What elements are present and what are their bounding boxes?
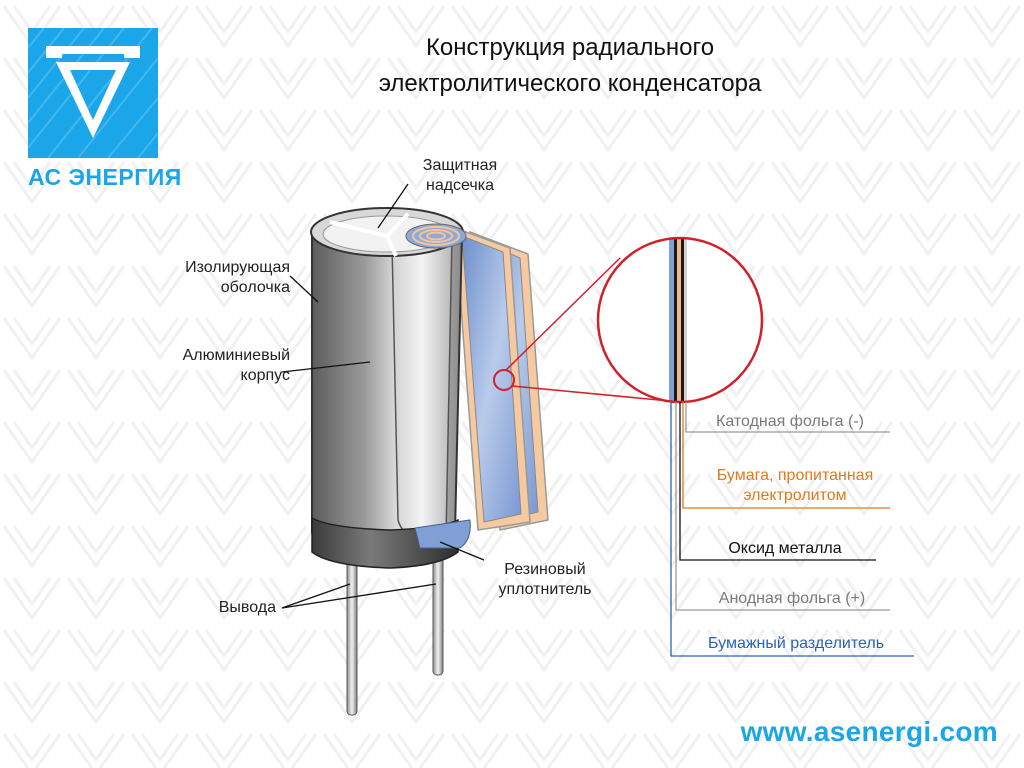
callout-vent-line1: Защитная [408, 156, 512, 176]
website-url[interactable]: www.asenergi.com [741, 716, 998, 748]
layer-label-metal-oxide: Оксид металла [690, 539, 880, 559]
callout-seal: Резиновый уплотнитель [478, 560, 612, 600]
callout-vent-line2: надсечка [408, 176, 512, 196]
layer-1-line2: электролитом [688, 486, 902, 506]
callout-sleeve-line2: оболочка [140, 278, 290, 298]
callout-case: Алюминиевый корпус [140, 346, 290, 386]
callout-sleeve: Изолирующая оболочка [140, 258, 290, 298]
layer-connectors [671, 402, 914, 656]
layer-label-anode-foil: Анодная фольга (+) [692, 589, 892, 609]
callout-case-line1: Алюминиевый [140, 346, 290, 366]
callout-case-line2: корпус [140, 366, 290, 386]
callout-seal-line1: Резиновый [478, 560, 612, 580]
callout-vent: Защитная надсечка [408, 156, 512, 196]
callout-seal-line2: уплотнитель [478, 580, 612, 600]
lead-left [347, 555, 357, 715]
layer-label-electrolyte-paper: Бумага, пропитанная электролитом [688, 466, 902, 506]
layer-4-line1: Бумажный разделитель [676, 634, 916, 654]
aluminum-case [392, 236, 452, 538]
layer-3-line1: Анодная фольга (+) [692, 589, 892, 609]
wound-roll-top [406, 224, 466, 248]
layer-label-cathode-foil: Катодная фольга (-) [690, 412, 890, 432]
foil-sheets [455, 228, 548, 530]
layer-0-line1: Катодная фольга (-) [690, 412, 890, 432]
callout-leads-line1: Вывода [180, 598, 276, 618]
callout-sleeve-line1: Изолирующая [140, 258, 290, 278]
layer-1-line1: Бумага, пропитанная [688, 466, 902, 486]
layer-label-paper-separator: Бумажный разделитель [676, 634, 916, 654]
callout-leads: Вывода [180, 598, 276, 618]
layer-2-line1: Оксид металла [690, 539, 880, 559]
